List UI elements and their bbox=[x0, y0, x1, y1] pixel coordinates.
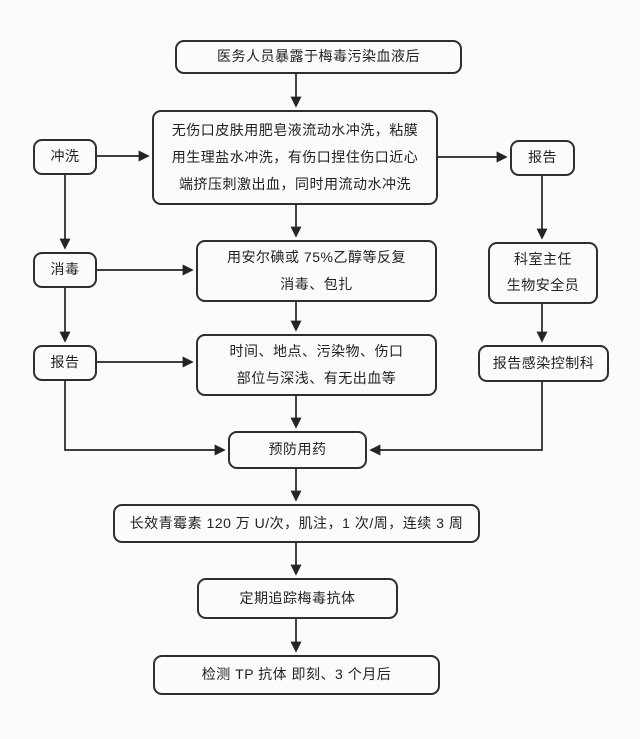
connector-report-left-prophylaxis bbox=[64, 381, 226, 456]
flow-node-record-details: 时间、地点、污染物、伤口 部位与深浅、有无出血等 bbox=[196, 334, 437, 396]
flow-node-dept-head: 科室主任 生物安全员 bbox=[488, 242, 598, 304]
flow-node-wash-instructions: 无伤口皮肤用肥皂液流动水冲洗，粘膜 用生理盐水冲洗，有伤口捏住伤口近心 端挤压刺… bbox=[152, 110, 438, 205]
flow-node-prophylaxis: 预防用药 bbox=[228, 431, 367, 469]
flow-node-antibody-followup: 定期追踪梅毒抗体 bbox=[197, 578, 398, 619]
flow-node-disinfect: 消毒 bbox=[33, 252, 97, 288]
flow-node-exposure: 医务人员暴露于梅毒污染血液后 bbox=[175, 40, 462, 74]
connector-report-infection-prophylaxis bbox=[369, 382, 543, 456]
flow-node-rinse: 冲洗 bbox=[33, 139, 97, 175]
flow-node-penicillin-regimen: 长效青霉素 120 万 U/次，肌注，1 次/周，连续 3 周 bbox=[113, 504, 480, 543]
flow-node-report-left: 报告 bbox=[33, 345, 97, 381]
flow-node-tp-antibody-test: 检测 TP 抗体 即刻、3 个月后 bbox=[153, 655, 440, 695]
flow-node-report-right: 报告 bbox=[510, 140, 575, 176]
flow-node-disinfect-method: 用安尔碘或 75%乙醇等反复 消毒、包扎 bbox=[196, 240, 437, 302]
flow-node-report-infection-control: 报告感染控制科 bbox=[478, 345, 609, 382]
